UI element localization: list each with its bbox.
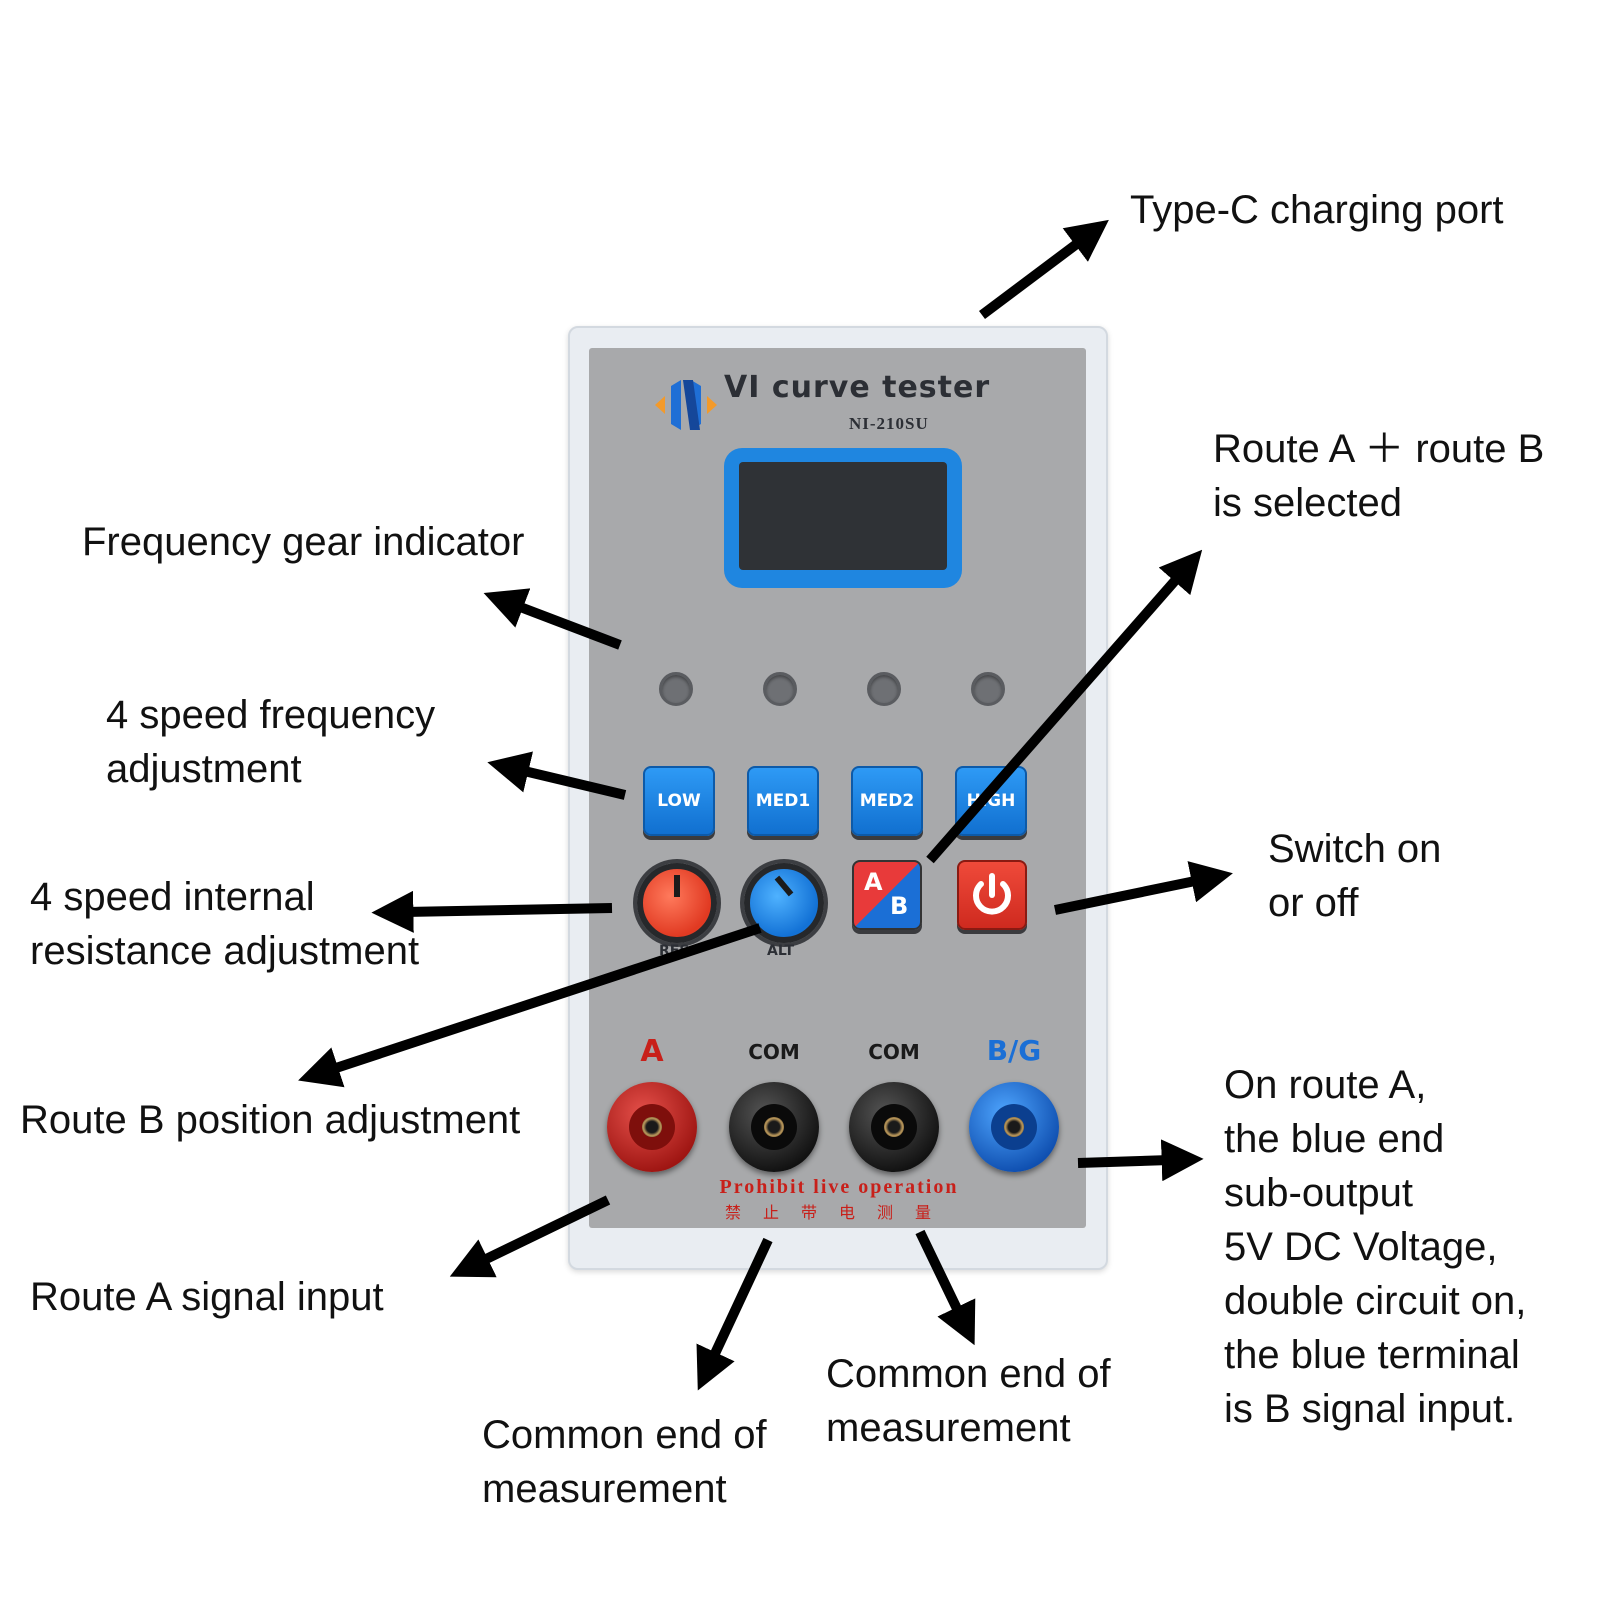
brand-logo-icon — [655, 380, 717, 430]
callout-line: double circuit on, — [1224, 1279, 1527, 1323]
display-frame — [724, 448, 962, 588]
callout-line: Route A signal input — [30, 1275, 384, 1319]
jack-hole — [1004, 1117, 1024, 1137]
freq-button-med1[interactable]: MED1 — [747, 766, 819, 836]
jack-label-bg: B/G — [986, 1034, 1042, 1067]
jack-label-a: A — [640, 1034, 664, 1069]
jack-inner — [991, 1104, 1037, 1150]
knob-pointer — [674, 875, 680, 897]
callout-blue-end: On route A, the blue end sub-output 5V D… — [1224, 1058, 1526, 1436]
frequency-indicator-led-2 — [763, 672, 797, 706]
arrow-type-c — [979, 219, 1109, 319]
callout-internal-res: 4 speed internal resistance adjustment — [30, 870, 419, 978]
jack-hole — [764, 1117, 784, 1137]
callout-line: is B signal input. — [1224, 1387, 1516, 1431]
frequency-indicator-led-4 — [971, 672, 1005, 706]
ab-button-a-label: A — [864, 868, 883, 896]
callout-line: or off — [1268, 881, 1359, 925]
jack-a-terminal[interactable] — [607, 1082, 697, 1172]
display-screen — [739, 462, 947, 570]
jack-label-com-1: COM — [748, 1040, 800, 1064]
jack-inner — [751, 1104, 797, 1150]
callout-line: adjustment — [106, 747, 302, 791]
callout-line: Frequency gear indicator — [82, 520, 525, 564]
route-ab-select-button[interactable]: A B — [852, 860, 922, 930]
resistance-knob[interactable] — [637, 863, 717, 943]
callout-line: 4 speed internal — [30, 875, 315, 919]
alt-knob-label: ALT — [767, 943, 794, 959]
callout-line: is selected — [1213, 481, 1402, 525]
callout-line: Common end of — [482, 1413, 767, 1457]
callout-line: Switch on — [1268, 827, 1442, 871]
callout-line: 4 speed frequency — [106, 693, 436, 737]
callout-line: Type-C charging port — [1130, 188, 1504, 232]
callout-line: the blue terminal — [1224, 1333, 1520, 1377]
callout-line: the blue end — [1224, 1117, 1445, 1161]
freq-button-low[interactable]: LOW — [643, 766, 715, 836]
callout-line: Route A ＋ route B — [1213, 427, 1545, 471]
ab-button-b-label: B — [890, 892, 909, 920]
callout-route-b-pos: Route B position adjustment — [20, 1093, 520, 1147]
frequency-indicator-led-1 — [659, 672, 693, 706]
freq-button-high[interactable]: HIGH — [955, 766, 1027, 836]
knob-pointer — [774, 875, 794, 897]
jack-bg-terminal[interactable] — [969, 1082, 1059, 1172]
jack-inner — [871, 1104, 917, 1150]
vi-curve-tester-device: VI curve tester NI-210SU LOW MED1 MED2 H… — [568, 326, 1108, 1270]
freq-button-med2[interactable]: MED2 — [851, 766, 923, 836]
jack-label-com-2: COM — [868, 1040, 920, 1064]
callout-line: On route A, — [1224, 1063, 1427, 1107]
callout-line: resistance adjustment — [30, 929, 420, 973]
callout-line: 5V DC Voltage, — [1224, 1225, 1498, 1269]
callout-line: measurement — [482, 1467, 727, 1511]
power-button[interactable] — [957, 860, 1027, 930]
callout-line: Common end of — [826, 1352, 1111, 1396]
callout-common-2: Common end of measurement — [826, 1347, 1111, 1455]
jack-inner — [629, 1104, 675, 1150]
model-number: NI-210SU — [849, 414, 929, 433]
callout-type-c: Type-C charging port — [1130, 183, 1504, 237]
callout-speed-freq: 4 speed frequency adjustment — [106, 688, 435, 796]
callout-common-1: Common end of measurement — [482, 1408, 767, 1516]
warning-chinese: 禁止带电测量 — [724, 1203, 953, 1222]
callout-freq-indicator: Frequency gear indicator — [82, 515, 524, 569]
brand-title: VI curve tester — [724, 370, 991, 405]
callout-route-ab: Route A ＋ route B is selected — [1213, 422, 1544, 530]
callout-line: measurement — [826, 1406, 1071, 1450]
power-icon — [973, 873, 1011, 915]
callout-line: sub-output — [1224, 1171, 1414, 1215]
jack-hole — [884, 1117, 904, 1137]
resistance-knob-label: RES — [659, 943, 690, 959]
warning-english: Prohibit live operation — [719, 1176, 959, 1198]
route-b-position-knob[interactable] — [744, 863, 824, 943]
jack-com-terminal-2[interactable] — [849, 1082, 939, 1172]
frequency-indicator-led-3 — [867, 672, 901, 706]
jack-hole — [642, 1117, 662, 1137]
front-panel: VI curve tester NI-210SU LOW MED1 MED2 H… — [589, 348, 1086, 1228]
callout-switch: Switch on or off — [1268, 822, 1441, 930]
callout-line: Route B position adjustment — [20, 1098, 521, 1142]
jack-com-terminal-1[interactable] — [729, 1082, 819, 1172]
callout-route-a-input: Route A signal input — [30, 1270, 384, 1324]
